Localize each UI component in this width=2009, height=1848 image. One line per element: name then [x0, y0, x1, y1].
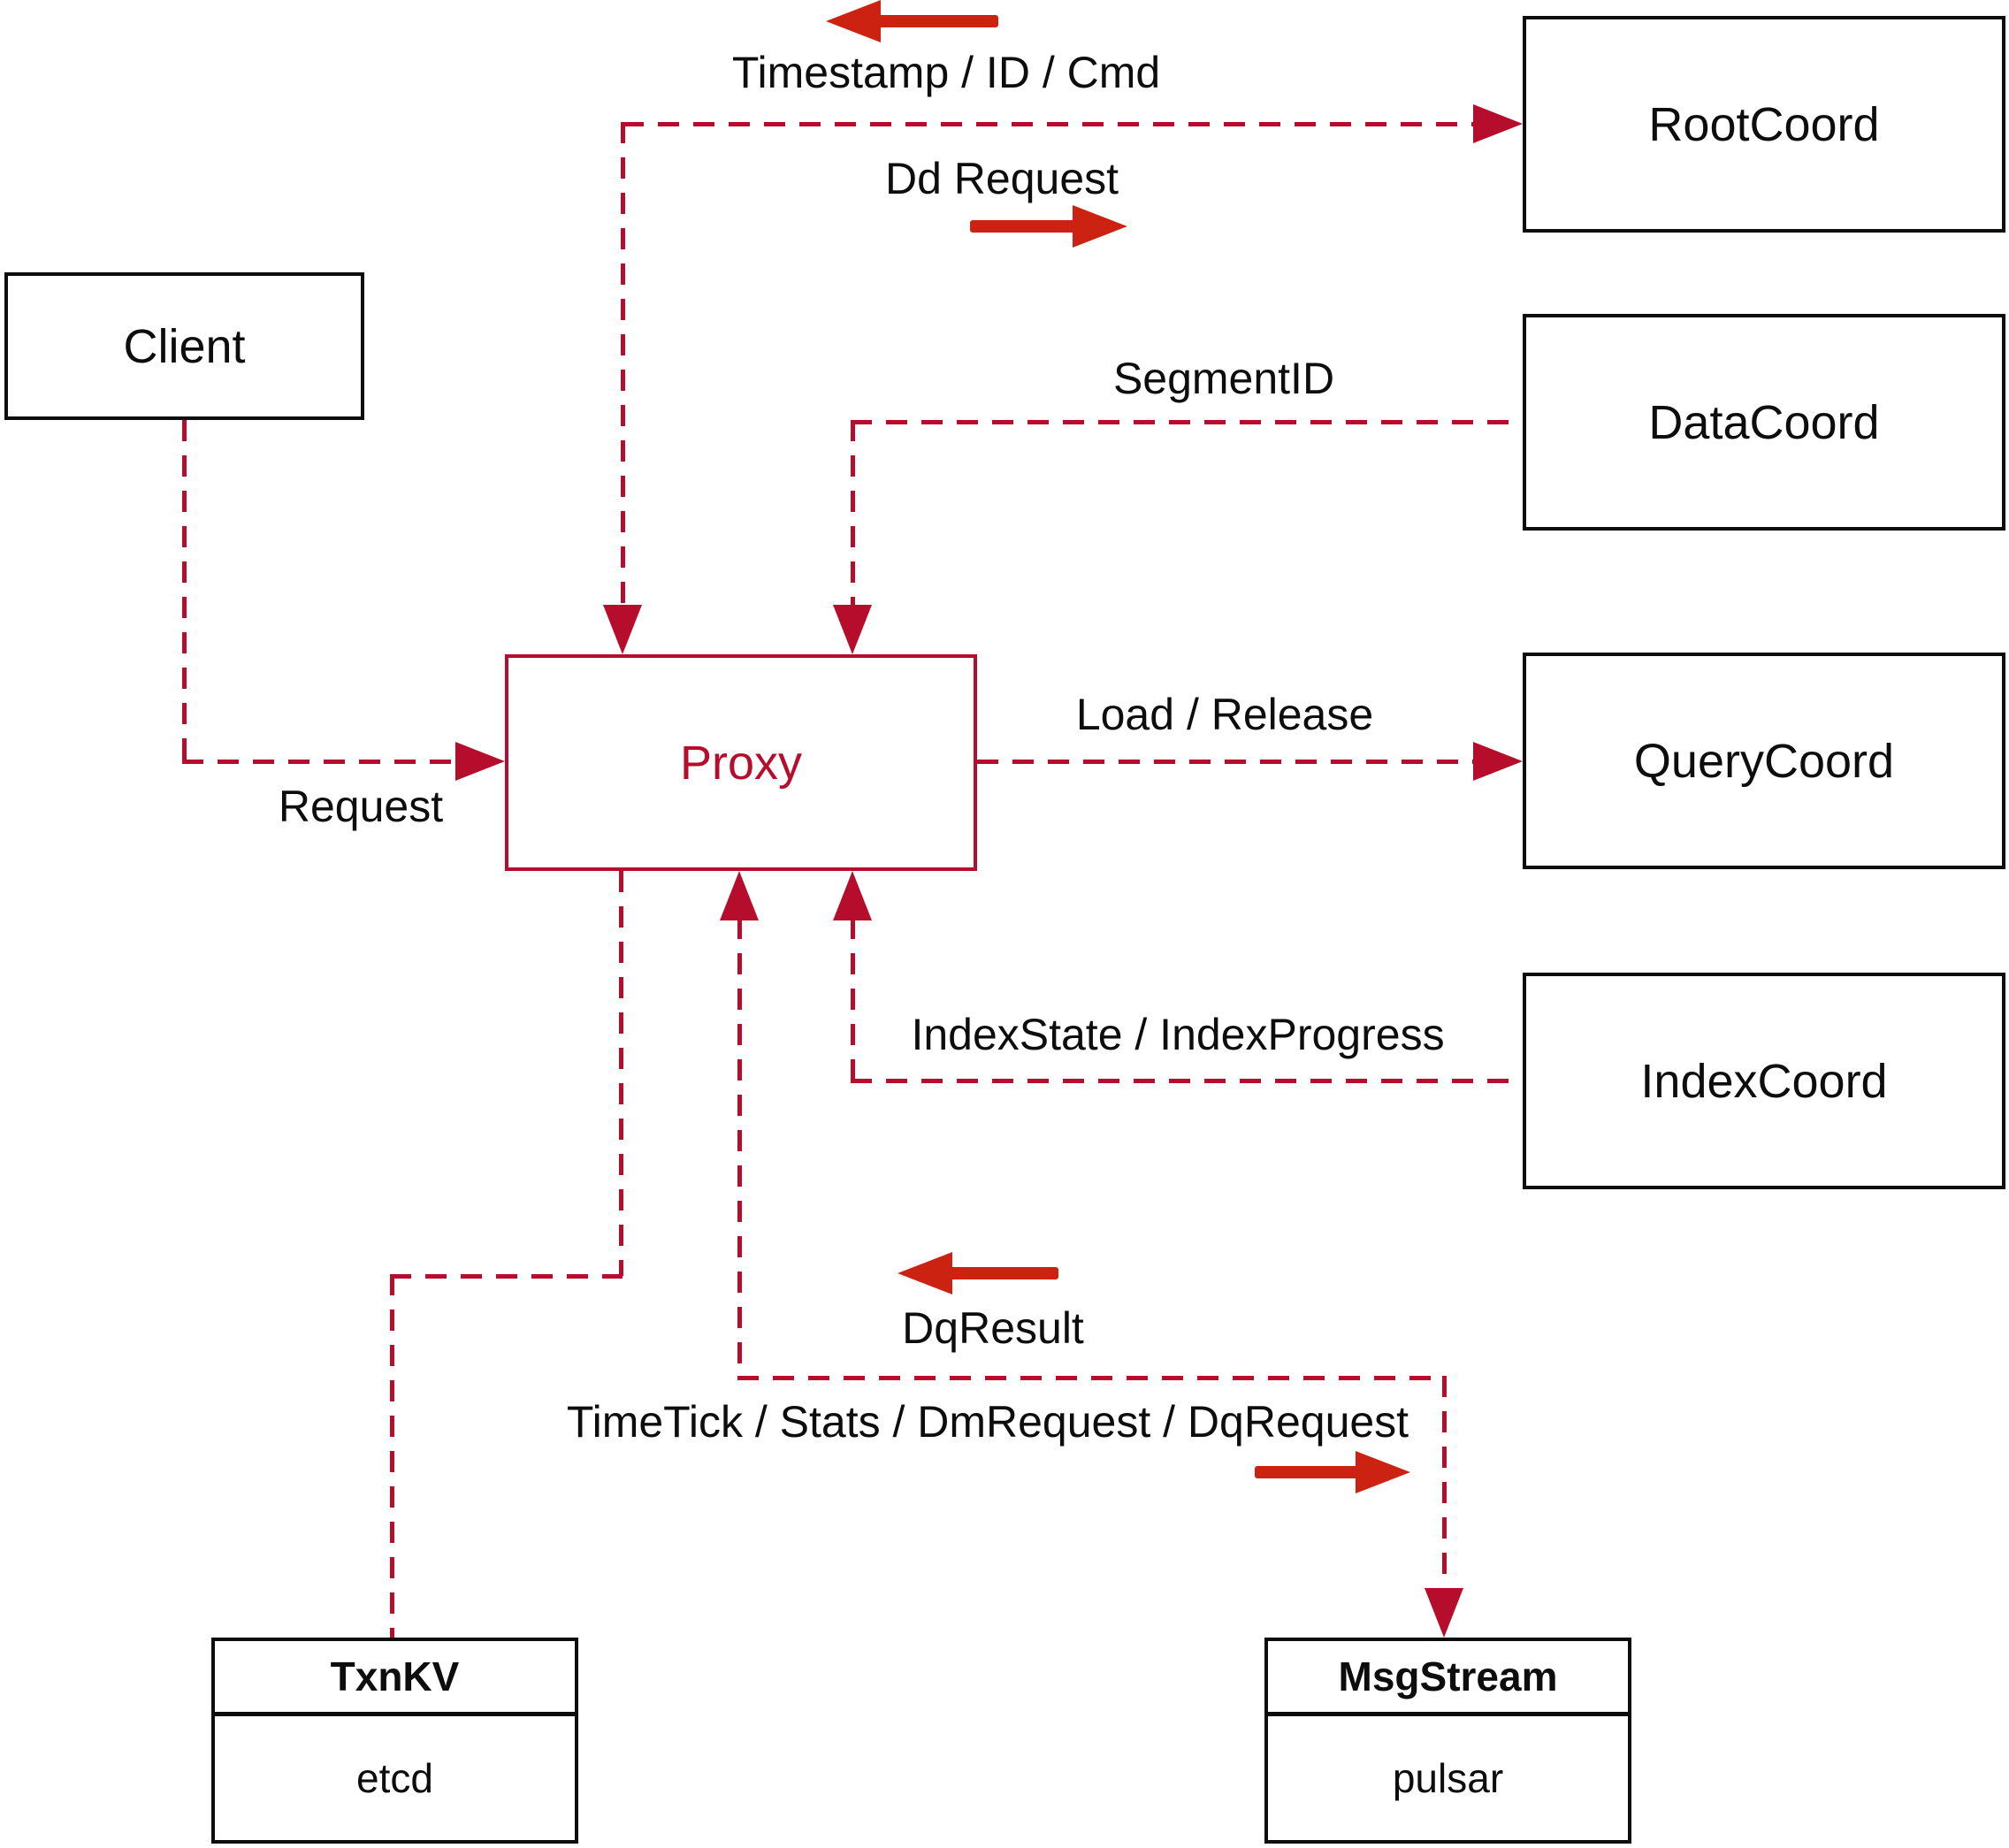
arrowhead-up-icon [833, 871, 872, 920]
arrowhead-up-icon [720, 871, 759, 920]
msgstream-header: MsgStream [1268, 1641, 1628, 1716]
node-proxy: Proxy [505, 654, 977, 871]
node-client: Client [4, 272, 364, 420]
datacoord-label: DataCoord [1648, 395, 1880, 449]
node-msgstream: MsgStream pulsar [1264, 1638, 1631, 1844]
proxy-label: Proxy [679, 736, 803, 790]
edge-proxy-querycoord-horizontal [977, 760, 1476, 764]
edge-client-proxy-vertical [182, 420, 187, 763]
edge-datacoord-proxy-horizontal [851, 420, 1523, 424]
querycoord-label: QueryCoord [1633, 734, 1895, 788]
arrowhead-down-icon [833, 605, 872, 654]
client-label: Client [123, 319, 246, 373]
arrowhead-down-icon [1425, 1588, 1463, 1638]
arrowhead-right-icon [455, 742, 505, 781]
edge-proxy-msgstream-vertical-2 [1442, 1376, 1447, 1589]
arrowhead-right-icon [1473, 104, 1523, 143]
edge-datacoord-proxy-vertical [851, 420, 855, 606]
label-request: Request [278, 782, 444, 831]
node-rootcoord: RootCoord [1523, 16, 2005, 233]
txnkv-body: etcd [356, 1755, 433, 1801]
label-timestamp-id-cmd: Timestamp / ID / Cmd [731, 48, 1161, 97]
edge-proxy-rootcoord-vertical [621, 122, 625, 606]
arrowhead-down-icon [603, 605, 642, 654]
edge-indexcoord-proxy-horizontal [851, 1079, 1523, 1083]
txnkv-header: TxnKV [215, 1641, 575, 1716]
edge-proxy-txnkv-vertical-1 [619, 871, 623, 1276]
arrow-left-icon [826, 0, 998, 42]
msgstream-body: pulsar [1392, 1755, 1504, 1801]
node-datacoord: DataCoord [1523, 314, 2005, 531]
edge-client-proxy-horizontal [182, 760, 458, 764]
edge-proxy-rootcoord-horizontal [623, 122, 1476, 126]
label-segmentid: SegmentID [1112, 354, 1335, 403]
label-indexstate-indexprogress: IndexState / IndexProgress [911, 1010, 1445, 1059]
edge-proxy-msgstream-vertical-1 [737, 918, 742, 1378]
rootcoord-label: RootCoord [1648, 97, 1880, 151]
label-dqresult: DqResult [902, 1303, 1084, 1353]
edge-proxy-msgstream-horizontal [737, 1376, 1447, 1380]
arrowhead-right-icon [1473, 742, 1523, 781]
label-dd-request: Dd Request [884, 154, 1119, 203]
arrow-right-icon [1255, 1451, 1410, 1493]
arrow-right-icon [970, 205, 1127, 248]
arrow-left-icon [898, 1252, 1058, 1294]
indexcoord-label: IndexCoord [1640, 1054, 1888, 1108]
label-load-release: Load / Release [1075, 690, 1374, 739]
node-indexcoord: IndexCoord [1523, 973, 2005, 1189]
node-querycoord: QueryCoord [1523, 653, 2005, 869]
edge-indexcoord-proxy-vertical [851, 918, 855, 1081]
label-timetick: TimeTick / Stats / DmRequest / DqRequest [566, 1397, 1409, 1447]
edge-proxy-txnkv-vertical-2 [390, 1274, 394, 1638]
edge-proxy-txnkv-horizontal [390, 1274, 623, 1279]
node-txnkv: TxnKV etcd [211, 1638, 578, 1844]
